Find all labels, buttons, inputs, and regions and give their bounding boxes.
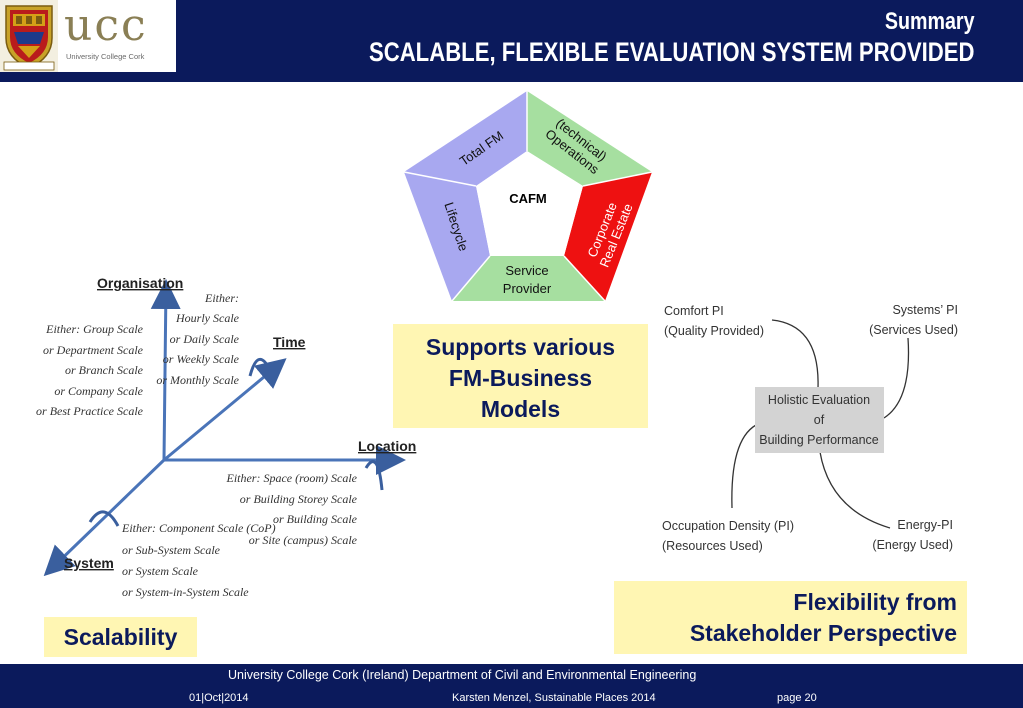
organisation-option: or Branch Scale [65, 363, 144, 377]
location-option: or Site (campus) Scale [249, 533, 358, 547]
supports-models-box: Supports various FM-Business Models [393, 324, 648, 428]
supports-line-2: FM-Business [448, 365, 593, 391]
location-option: or Building Scale [273, 512, 358, 526]
footer-author: Karsten Menzel, Sustainable Places 2014 [452, 692, 656, 704]
time-rotation-arrow [248, 358, 272, 377]
operations-label-2: Operations [543, 126, 603, 177]
time-option: Hourly Scale [175, 311, 240, 325]
holistic-center-line-2: of [814, 413, 825, 427]
time-option: or Weekly Scale [163, 352, 240, 366]
occupation-pi-line-1: Occupation Density (PI) [662, 519, 794, 533]
location-options: Either: Space (room) Scale or Building S… [225, 471, 357, 547]
systems-pi-line-1: Systems’ PI [892, 303, 958, 317]
segment-corporate-real-estate [564, 172, 652, 301]
supports-line-3: Models [480, 396, 561, 422]
scalability-box: Scalability [44, 617, 197, 657]
organisation-axis [150, 279, 181, 462]
logo-letters: ucc [64, 0, 148, 51]
organisation-option: or Company Scale [54, 384, 143, 398]
systems-connector [883, 337, 910, 419]
location-option: Either: Space (room) Scale [225, 471, 357, 485]
organisation-option: or Best Practice Scale [36, 404, 144, 418]
energy-pi-line-1: Energy-PI [897, 518, 953, 532]
time-options: Either: Hourly Scale or Daily Scale or W… [156, 291, 239, 387]
flexibility-line-2: Stakeholder Perspective [689, 620, 957, 646]
system-rotation-arrow [88, 510, 120, 527]
organisation-option: Either: Group Scale [45, 322, 144, 336]
holistic-center-line-1: Holistic Evaluation [768, 393, 870, 407]
system-option: Either: Component Scale (CoP) [121, 521, 276, 535]
operations-label-1: (technical) [553, 115, 609, 164]
time-option: or Monthly Scale [156, 373, 239, 387]
flexibility-box: Flexibility from Stakeholder Perspective [614, 581, 967, 654]
energy-pi-line-2: (Energy Used) [872, 538, 953, 552]
ucc-logo: ucc University College Cork [0, 0, 176, 72]
energy-connector [819, 451, 891, 529]
footer-bar: University College Cork (Ireland) Depart… [0, 664, 1023, 708]
footer-date: 01|Oct|2014 [189, 692, 249, 704]
corporate-label-2: Real Estate [596, 201, 635, 269]
time-option: or Daily Scale [170, 332, 240, 346]
system-options: Either: Component Scale (CoP) or Sub-Sys… [121, 521, 276, 599]
comfort-connector [771, 319, 819, 389]
corporate-label-1: Corporate [584, 200, 620, 259]
system-option: or System-in-System Scale [122, 585, 249, 599]
header-bar: ucc University College Cork Summary SCAL… [0, 0, 1023, 82]
supports-line-1: Supports various [425, 334, 616, 360]
holistic-center-box [755, 387, 884, 453]
location-label: Location [358, 438, 416, 454]
time-axis [162, 358, 287, 462]
flexibility-line-1: Flexibility from [793, 589, 957, 615]
location-rotation-arrow [364, 460, 384, 491]
system-option: or Sub-System Scale [122, 543, 221, 557]
system-option: or System Scale [122, 564, 199, 578]
holistic-center-line-3: Building Performance [759, 433, 879, 447]
occupation-connector [731, 424, 757, 509]
pentagon-center-label: CAFM [509, 191, 547, 206]
organisation-label: Organisation [97, 275, 183, 291]
title-line-1: Summary [885, 8, 975, 35]
lifecycle-label: Lifecycle [441, 200, 471, 253]
slide-title: Summary SCALABLE, FLEXIBLE EVALUATION SY… [369, 8, 975, 68]
organisation-option: or Department Scale [43, 343, 144, 357]
service-provider-label-2: Provider [503, 281, 552, 296]
segment-lifecycle [404, 172, 490, 301]
time-option: Either: [204, 291, 239, 305]
pentagon-center [476, 151, 583, 256]
segment-operations [527, 91, 652, 186]
time-label: Time [273, 334, 306, 350]
system-label: System [64, 555, 114, 571]
segment-total-fm [404, 91, 527, 186]
system-axis [43, 458, 166, 577]
organisation-options: Either: Group Scale or Department Scale … [36, 322, 144, 418]
comfort-pi-line-1: Comfort PI [664, 304, 724, 318]
comfort-pi-line-2: (Quality Provided) [664, 324, 764, 338]
scalability-label: Scalability [63, 624, 178, 650]
occupation-pi-line-2: (Resources Used) [662, 539, 763, 553]
systems-pi-line-2: (Services Used) [869, 323, 958, 337]
total-fm-label: Total FM [457, 128, 506, 169]
service-provider-label-1: Service [505, 263, 548, 278]
location-option: or Building Storey Scale [240, 492, 358, 506]
footer-page: page 20 [777, 692, 817, 704]
crest-icon [0, 0, 58, 72]
logo-subtitle: University College Cork [66, 52, 145, 61]
title-line-2: SCALABLE, FLEXIBLE EVALUATION SYSTEM PRO… [369, 37, 975, 67]
footer-institution: University College Cork (Ireland) Depart… [228, 668, 697, 682]
segment-service-provider [452, 256, 605, 301]
